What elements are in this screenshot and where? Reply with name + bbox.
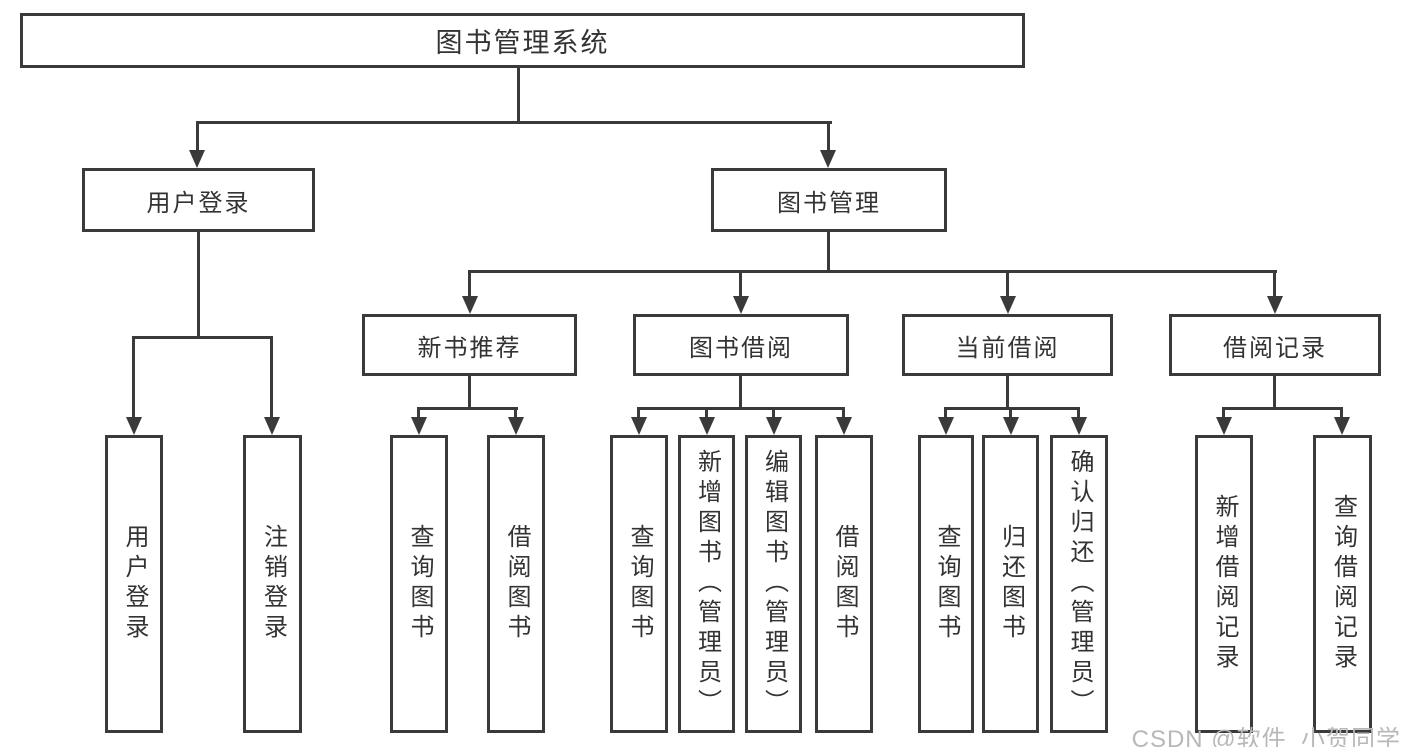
leaf-edit-books-admin: 编辑图书（管理员）	[745, 435, 802, 733]
connector-line	[739, 270, 742, 298]
connector-line	[132, 336, 135, 418]
connector-line	[517, 68, 520, 124]
arrowhead-down-icon	[126, 417, 142, 435]
node-library-management-system: 图书管理系统	[20, 13, 1025, 68]
connector-line	[197, 232, 200, 339]
watermark-text: CSDN @软件_小贺同学	[1131, 726, 1401, 747]
arrowhead-down-icon	[1000, 296, 1016, 314]
arrowhead-down-icon	[189, 150, 205, 168]
connector-line	[827, 121, 830, 153]
connector-line	[739, 376, 742, 410]
node-current-borrowing: 当前借阅	[902, 314, 1113, 376]
connector-line	[842, 407, 845, 420]
connector-line	[705, 407, 708, 420]
arrowhead-down-icon	[1071, 417, 1087, 435]
arrowhead-down-icon	[631, 417, 647, 435]
connector-line	[944, 407, 1080, 410]
connector-line	[1009, 407, 1012, 420]
arrowhead-down-icon	[820, 150, 836, 168]
connector-line	[514, 407, 517, 420]
connector-line	[827, 232, 830, 273]
arrowhead-down-icon	[411, 417, 427, 435]
connector-line	[1006, 270, 1009, 298]
connector-line	[196, 121, 832, 124]
connector-line	[1273, 376, 1276, 410]
arrowhead-down-icon	[1216, 417, 1232, 435]
connector-line	[468, 270, 1277, 273]
leaf-query-books-current: 查询图书	[918, 435, 974, 733]
connector-line	[417, 407, 518, 410]
node-borrowing-records: 借阅记录	[1169, 314, 1381, 376]
connector-line	[468, 270, 471, 298]
leaf-query-borrow-record: 查询借阅记录	[1313, 435, 1372, 733]
leaf-add-books-admin: 新增图书（管理员）	[678, 435, 735, 733]
connector-line	[772, 407, 775, 420]
connector-line	[417, 407, 420, 420]
arrowhead-down-icon	[462, 296, 478, 314]
leaf-borrow-books-recommend: 借阅图书	[487, 435, 545, 733]
leaf-query-books-borrowing: 查询图书	[610, 435, 668, 733]
connector-line	[1273, 270, 1276, 298]
connector-line	[1077, 407, 1080, 420]
arrowhead-down-icon	[836, 417, 852, 435]
leaf-confirm-return-admin: 确认归还（管理员）	[1050, 435, 1108, 733]
arrowhead-down-icon	[508, 417, 524, 435]
node-book-borrowing: 图书借阅	[633, 314, 849, 376]
node-book-management: 图书管理	[711, 168, 947, 232]
connector-line	[468, 376, 471, 410]
connector-line	[1340, 407, 1343, 420]
arrowhead-down-icon	[1003, 417, 1019, 435]
arrowhead-down-icon	[264, 417, 280, 435]
leaf-logout: 注销登录	[243, 435, 302, 733]
leaf-return-books: 归还图书	[982, 435, 1039, 733]
connector-line	[270, 336, 273, 418]
arrowhead-down-icon	[733, 296, 749, 314]
connector-line	[637, 407, 845, 410]
connector-line	[196, 121, 199, 153]
node-new-book-recommendation: 新书推荐	[362, 314, 577, 376]
connector-line	[944, 407, 947, 420]
arrowhead-down-icon	[1267, 296, 1283, 314]
leaf-add-borrow-record: 新增借阅记录	[1195, 435, 1253, 733]
connector-line	[132, 336, 273, 339]
connector-line	[1006, 376, 1009, 410]
connector-line	[1222, 407, 1225, 420]
node-user-login: 用户登录	[82, 168, 315, 232]
leaf-query-books-recommend: 查询图书	[390, 435, 448, 733]
leaf-borrow-books-borrowing: 借阅图书	[815, 435, 873, 733]
arrowhead-down-icon	[938, 417, 954, 435]
arrowhead-down-icon	[766, 417, 782, 435]
connector-line	[1222, 407, 1343, 410]
leaf-user-login: 用户登录	[105, 435, 163, 733]
arrowhead-down-icon	[699, 417, 715, 435]
connector-line	[637, 407, 640, 420]
arrowhead-down-icon	[1334, 417, 1350, 435]
